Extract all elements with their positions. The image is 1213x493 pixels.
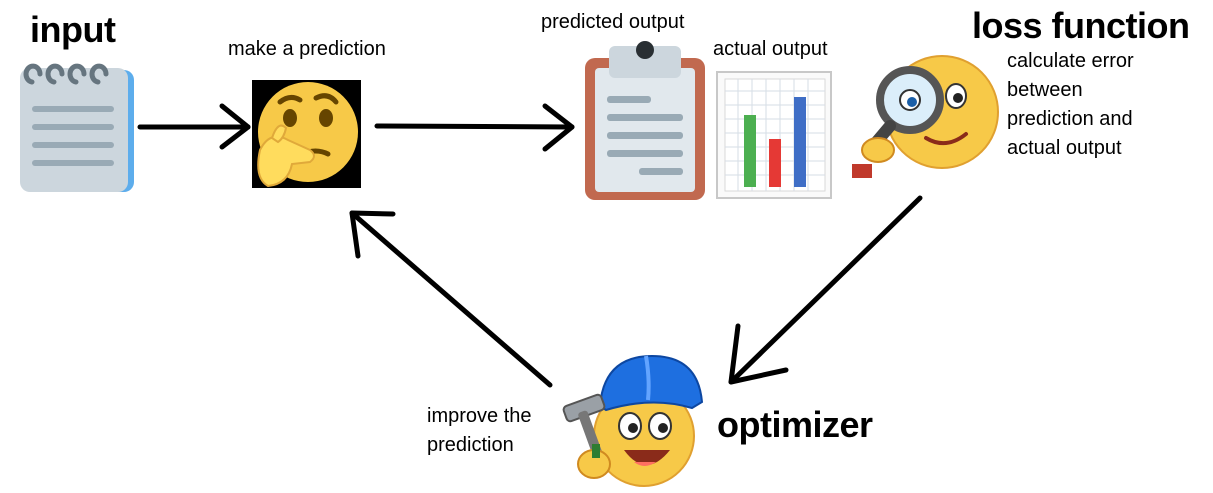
arrow-optimizer-to-prediction xyxy=(349,210,553,388)
notepad-icon xyxy=(20,63,134,192)
arrow-loss-to-optimizer xyxy=(728,195,923,385)
loss-desc-line-1: calculate error xyxy=(1007,50,1134,72)
optimizer-title: optimizer xyxy=(717,404,873,445)
loss-function-title: loss function xyxy=(972,5,1190,46)
clipboard-icon xyxy=(585,41,705,200)
improve-desc-line-2: prediction xyxy=(427,434,514,456)
make-prediction-label: make a prediction xyxy=(228,38,386,60)
magnifier-emoji-icon xyxy=(852,55,999,178)
arrow-input-to-prediction xyxy=(137,103,251,150)
loss-desc-line-2: between xyxy=(1007,79,1083,101)
improve-desc-line-1: improve the xyxy=(427,405,532,427)
arrow-prediction-to-output xyxy=(374,103,575,152)
loss-desc-line-3: prediction and xyxy=(1007,108,1133,130)
thinking-face-icon xyxy=(252,80,361,188)
input-title: input xyxy=(30,9,116,50)
builder-emoji-icon xyxy=(562,354,704,487)
actual-output-label: actual output xyxy=(713,38,828,60)
loss-desc-line-4: actual output xyxy=(1007,137,1122,159)
bar-chart-icon xyxy=(716,71,832,199)
predicted-output-label: predicted output xyxy=(541,11,685,33)
